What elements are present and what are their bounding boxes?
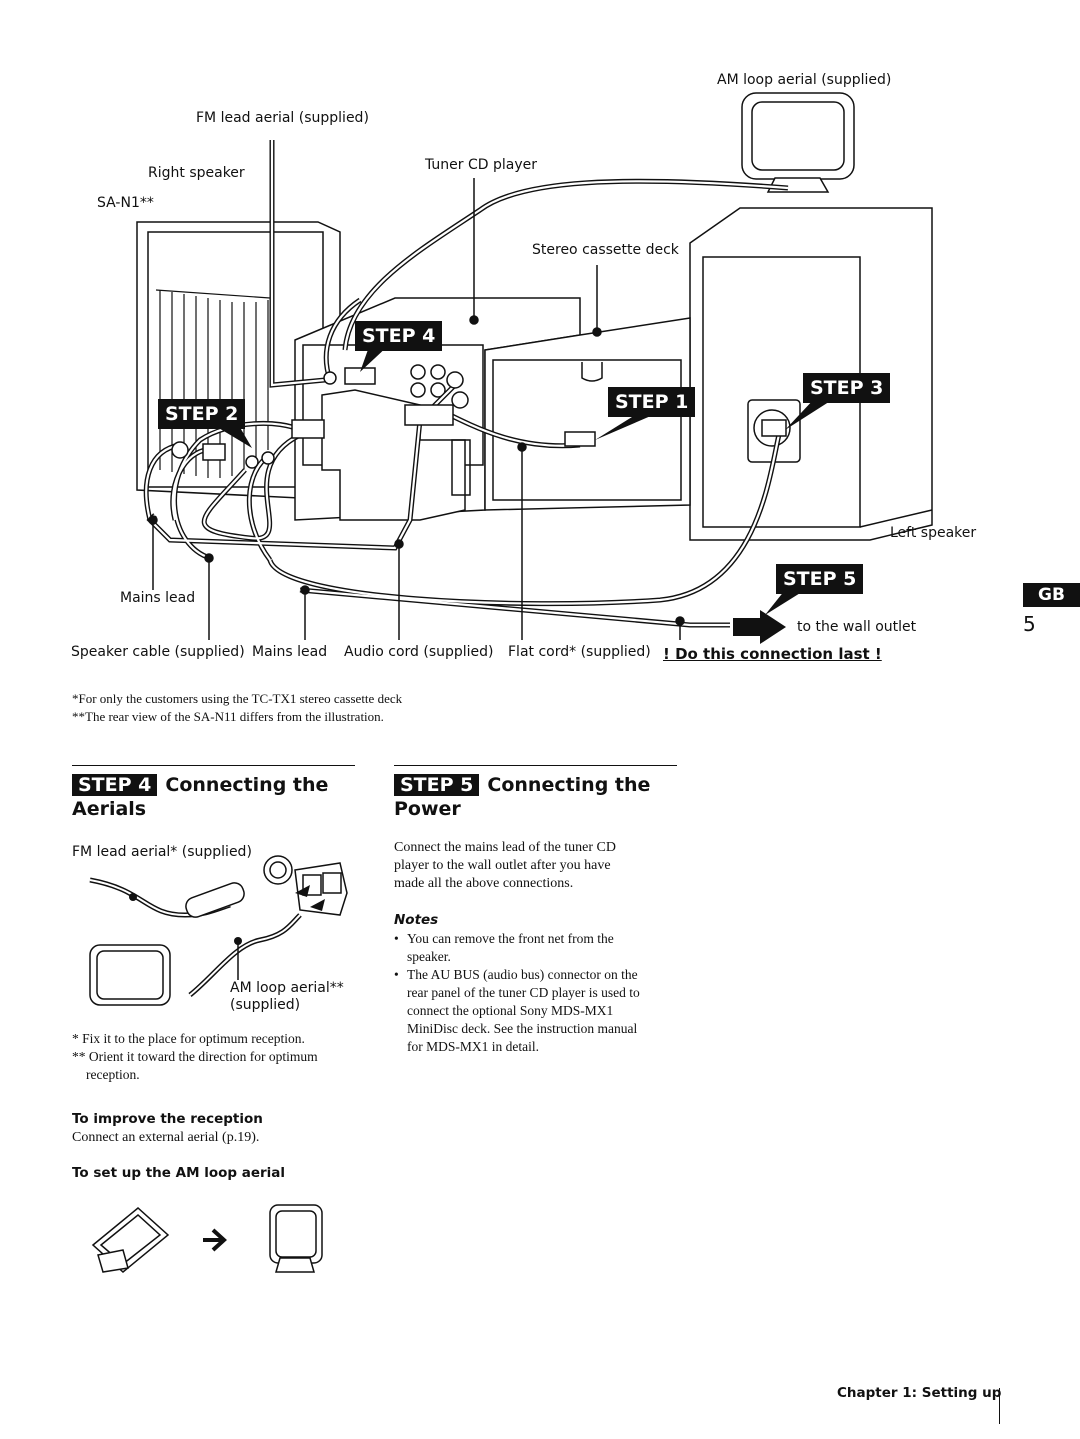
note-2c: connect the optional Sony MDS-MX1 (407, 1003, 614, 1018)
flat-cord-label: Flat cord* (supplied) (508, 644, 651, 660)
note-2a: The AU BUS (audio bus) connector on the (407, 967, 638, 982)
page-number: 5 (1023, 612, 1036, 636)
am-loop-aerial-top (741, 92, 855, 180)
note-1a: You can remove the front net from the (407, 931, 614, 946)
step4-badge: STEP 4 (355, 321, 443, 351)
step5-body-3: made all the above connections. (394, 876, 574, 891)
step4-title-a: Connecting the (165, 774, 329, 796)
fm-aerial-label: FM lead aerial* (supplied) (72, 844, 252, 860)
am-setup-illustration (91, 1204, 323, 1273)
step4-note-2a: ** Orient it toward the direction for op… (72, 1049, 318, 1064)
note-2e: for MDS-MX1 in detail. (407, 1039, 539, 1054)
step5-title-b: Power (394, 798, 461, 820)
connection-diagram (136, 92, 933, 644)
improve-text: Connect an external aerial (p.19). (72, 1130, 260, 1145)
step5-body-2: player to the wall outlet after you have (394, 858, 611, 873)
step4-note-1: * Fix it to the place for optimum recept… (72, 1031, 305, 1046)
step5-badge: STEP 5 (776, 564, 864, 594)
step5-rule (394, 765, 677, 766)
step5-body-1: Connect the mains lead of the tuner CD (394, 840, 616, 855)
fm-lead-label: FM lead aerial (supplied) (196, 110, 369, 126)
step4-rule (72, 765, 355, 766)
step5-heading: STEP 5 Connecting the Power (394, 773, 650, 821)
wall-outlet-label: to the wall outlet (797, 619, 917, 635)
setup-heading: To set up the AM loop aerial (72, 1165, 286, 1181)
region-tab: GB (1023, 583, 1080, 607)
cassette-label: Stereo cassette deck (532, 242, 679, 258)
footer-rule (999, 1388, 1000, 1424)
note-2b: rear panel of the tuner CD player is use… (407, 985, 640, 1000)
aerial-illustration (89, 855, 348, 1006)
step5-body: Connect the mains lead of the tuner CD p… (394, 839, 616, 893)
mains-lead-bottom-label: Mains lead (252, 644, 328, 660)
right-speaker-label: Right speaker (148, 165, 245, 181)
step3-badge: STEP 3 (803, 373, 891, 403)
step4-note-2b: reception. (86, 1067, 140, 1082)
step5-notes: You can remove the front net from the sp… (394, 930, 684, 1056)
am-aerial-label: AM loop aerial** (supplied) (230, 980, 344, 1014)
step1-badge: STEP 1 (608, 387, 696, 417)
note-item: You can remove the front net from the sp… (394, 930, 684, 966)
footnote-2: **The rear view of the SA-N11 differs fr… (72, 709, 384, 724)
note-1b: speaker. (407, 949, 451, 964)
footnote-1: *For only the customers using the TC-TX1… (72, 691, 403, 706)
step5-title-a: Connecting the (487, 774, 651, 796)
am-aerial-label-1: AM loop aerial** (230, 980, 344, 996)
step2-badge: STEP 2 (158, 399, 246, 429)
note-item: The AU BUS (audio bus) connector on the … (394, 966, 684, 1056)
note-2d: MiniDisc deck. See the instruction manua… (407, 1021, 638, 1036)
notes-heading: Notes (394, 912, 439, 928)
left-speaker-label: Left speaker (890, 525, 977, 541)
step4-title-b: Aerials (72, 798, 147, 820)
am-aerial-label-2: (supplied) (230, 997, 301, 1013)
step4-heading: STEP 4 Connecting the Aerials (72, 773, 328, 821)
speaker-cable-label: Speaker cable (supplied) (71, 644, 245, 660)
step4-notes: * Fix it to the place for optimum recept… (72, 1030, 357, 1084)
mains-lead-left-label: Mains lead (120, 590, 196, 606)
step5-tag: STEP 5 (394, 774, 480, 796)
tuner-cd-label: Tuner CD player (425, 157, 538, 173)
chapter-footer: Chapter 1: Setting up (837, 1385, 1002, 1401)
do-this-last-label: ! Do this connection last ! (663, 645, 882, 663)
improve-heading: To improve the reception (72, 1111, 263, 1127)
am-loop-label: AM loop aerial (supplied) (717, 72, 892, 88)
sa-n1-label: SA-N1** (97, 195, 154, 211)
audio-cord-label: Audio cord (supplied) (344, 644, 494, 660)
step4-tag: STEP 4 (72, 774, 158, 796)
